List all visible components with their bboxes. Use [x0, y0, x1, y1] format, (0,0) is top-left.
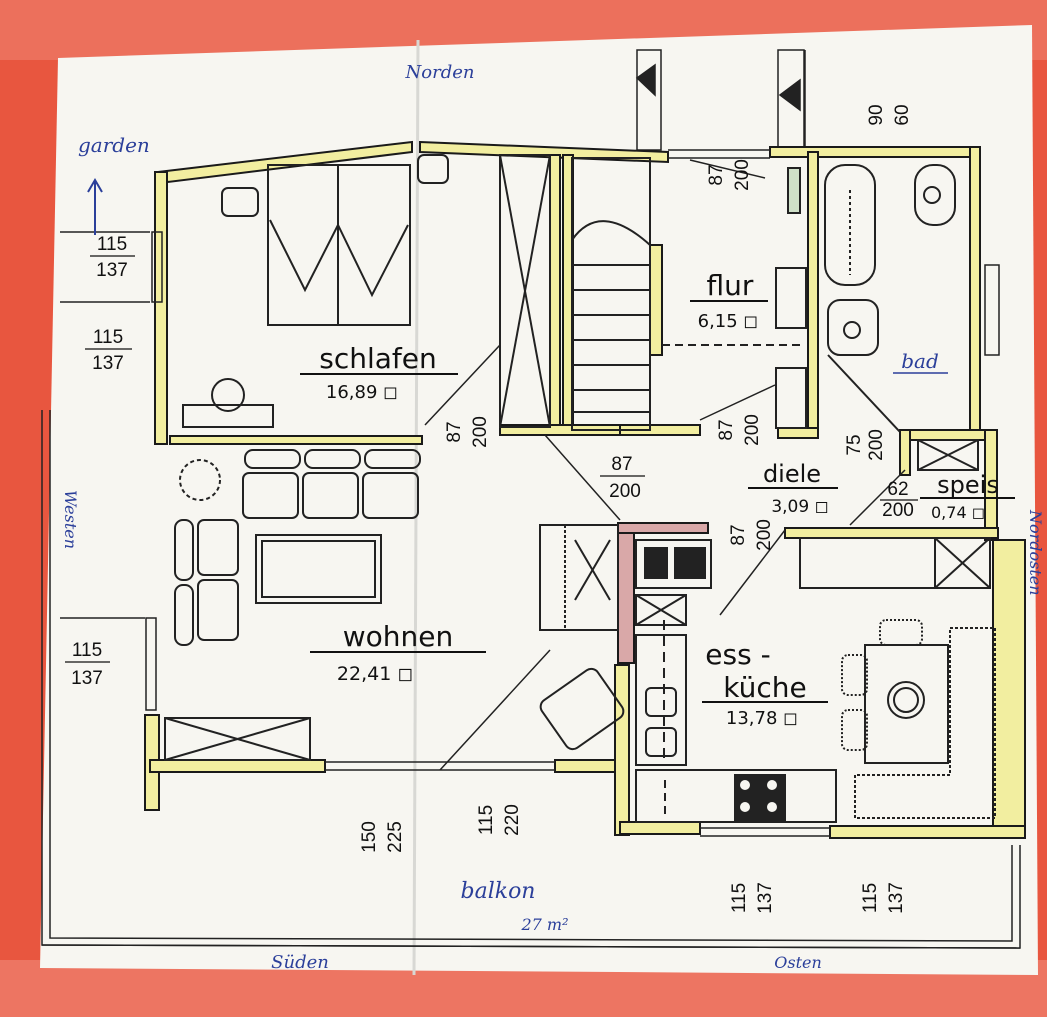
svg-text:200: 200: [609, 481, 641, 502]
dimension-door-speis: 62 200: [880, 479, 918, 521]
svg-text:137: 137: [71, 668, 103, 689]
north-arrow: [87, 178, 103, 235]
dimension-bath-top: 90 60: [866, 104, 913, 125]
dimension-win-s1: 115 137: [729, 882, 776, 914]
north-window-frames: [635, 49, 806, 152]
room-flur-area: 6,15 ◻: [698, 311, 759, 332]
svg-text:115: 115: [72, 640, 102, 661]
toilet: [914, 164, 956, 226]
compass-garden: garden: [78, 133, 150, 157]
svg-text:200: 200: [866, 429, 887, 461]
dimension-win-w3: 115 137: [65, 640, 110, 689]
room-wohnen-name: wohnen: [343, 620, 454, 653]
room-flur-name: flur: [707, 269, 754, 302]
svg-text:87: 87: [444, 421, 465, 442]
svg-text:115: 115: [729, 883, 750, 913]
room-speis-area: 0,74 ◻: [931, 503, 985, 522]
room-kueche-area: 13,78 ◻: [726, 708, 798, 729]
dining-table: [864, 644, 949, 764]
dimension-door-bad: 75 200: [844, 429, 887, 461]
svg-text:87: 87: [728, 524, 749, 545]
room-schlafen-area: 16,89 ◻: [326, 382, 398, 403]
svg-text:200: 200: [882, 500, 914, 521]
dimension-door-flur: 87 200: [716, 414, 763, 446]
dimension-win-w2: 115 137: [85, 327, 132, 374]
room-wohnen-area: 22,41 ◻: [337, 663, 413, 685]
room-kueche-name-2: küche: [723, 671, 806, 704]
room-diele-name: diele: [763, 460, 821, 488]
wardrobe: [499, 154, 551, 428]
room-bad-name: bad: [901, 349, 939, 373]
svg-text:87: 87: [716, 419, 737, 440]
svg-text:200: 200: [754, 519, 775, 551]
dimension-win-w1: 115 137: [90, 234, 135, 281]
door-swings: [424, 159, 906, 771]
compass-west: Westen: [61, 490, 80, 549]
svg-text:115: 115: [93, 327, 123, 348]
dimension-door-top: 87 200: [706, 159, 753, 191]
svg-text:150: 150: [359, 821, 380, 853]
paper-sheet: [40, 25, 1038, 975]
room-schlafen-name: schlafen: [319, 342, 437, 375]
dimension-door-diele: 87 200: [728, 519, 775, 551]
svg-text:75: 75: [844, 434, 865, 455]
dimension-door-schlafen: 87 200: [444, 416, 491, 448]
compass-north: Norden: [405, 62, 475, 83]
bathtub: [824, 164, 876, 286]
svg-text:137: 137: [96, 260, 128, 281]
walls: [144, 140, 1026, 839]
svg-text:200: 200: [742, 414, 763, 446]
svg-text:220: 220: [502, 804, 523, 836]
svg-text:115: 115: [860, 883, 881, 913]
compass-east: Osten: [774, 953, 822, 972]
room-balkon-name: balkon: [461, 879, 536, 904]
room-balkon-area: 27 m²: [520, 915, 568, 934]
dimension-door-balkon2: 115 220: [476, 804, 523, 836]
plant: [179, 459, 221, 501]
room-speis-name: speis: [937, 471, 999, 499]
room-kueche-name-1: ess -: [705, 638, 770, 671]
svg-text:137: 137: [886, 882, 907, 914]
svg-text:115: 115: [476, 805, 497, 835]
furniture: [164, 154, 996, 823]
compass-south: Süden: [271, 952, 329, 973]
dimension-door-stair: 87 200: [600, 454, 645, 502]
paper-fold: [412, 39, 420, 976]
dimension-win-s2: 115 137: [860, 882, 907, 914]
room-diele-area: 3,09 ◻: [771, 497, 828, 517]
sink: [827, 299, 879, 356]
svg-text:225: 225: [385, 821, 406, 853]
svg-text:137: 137: [755, 882, 776, 914]
svg-text:137: 137: [92, 353, 124, 374]
svg-text:115: 115: [97, 234, 127, 255]
coffee-table: [255, 534, 382, 604]
compass-northeast: Nordosten: [1026, 509, 1045, 596]
dimension-door-balkon1: 150 225: [359, 821, 406, 853]
svg-text:60: 60: [892, 104, 913, 125]
svg-text:200: 200: [470, 416, 491, 448]
svg-text:90: 90: [866, 104, 887, 125]
svg-text:87: 87: [706, 164, 727, 185]
balcony-outline: [41, 410, 1021, 949]
svg-text:200: 200: [732, 159, 753, 191]
svg-text:87: 87: [611, 454, 632, 475]
stairs: [571, 157, 651, 431]
svg-text:62: 62: [887, 479, 908, 500]
